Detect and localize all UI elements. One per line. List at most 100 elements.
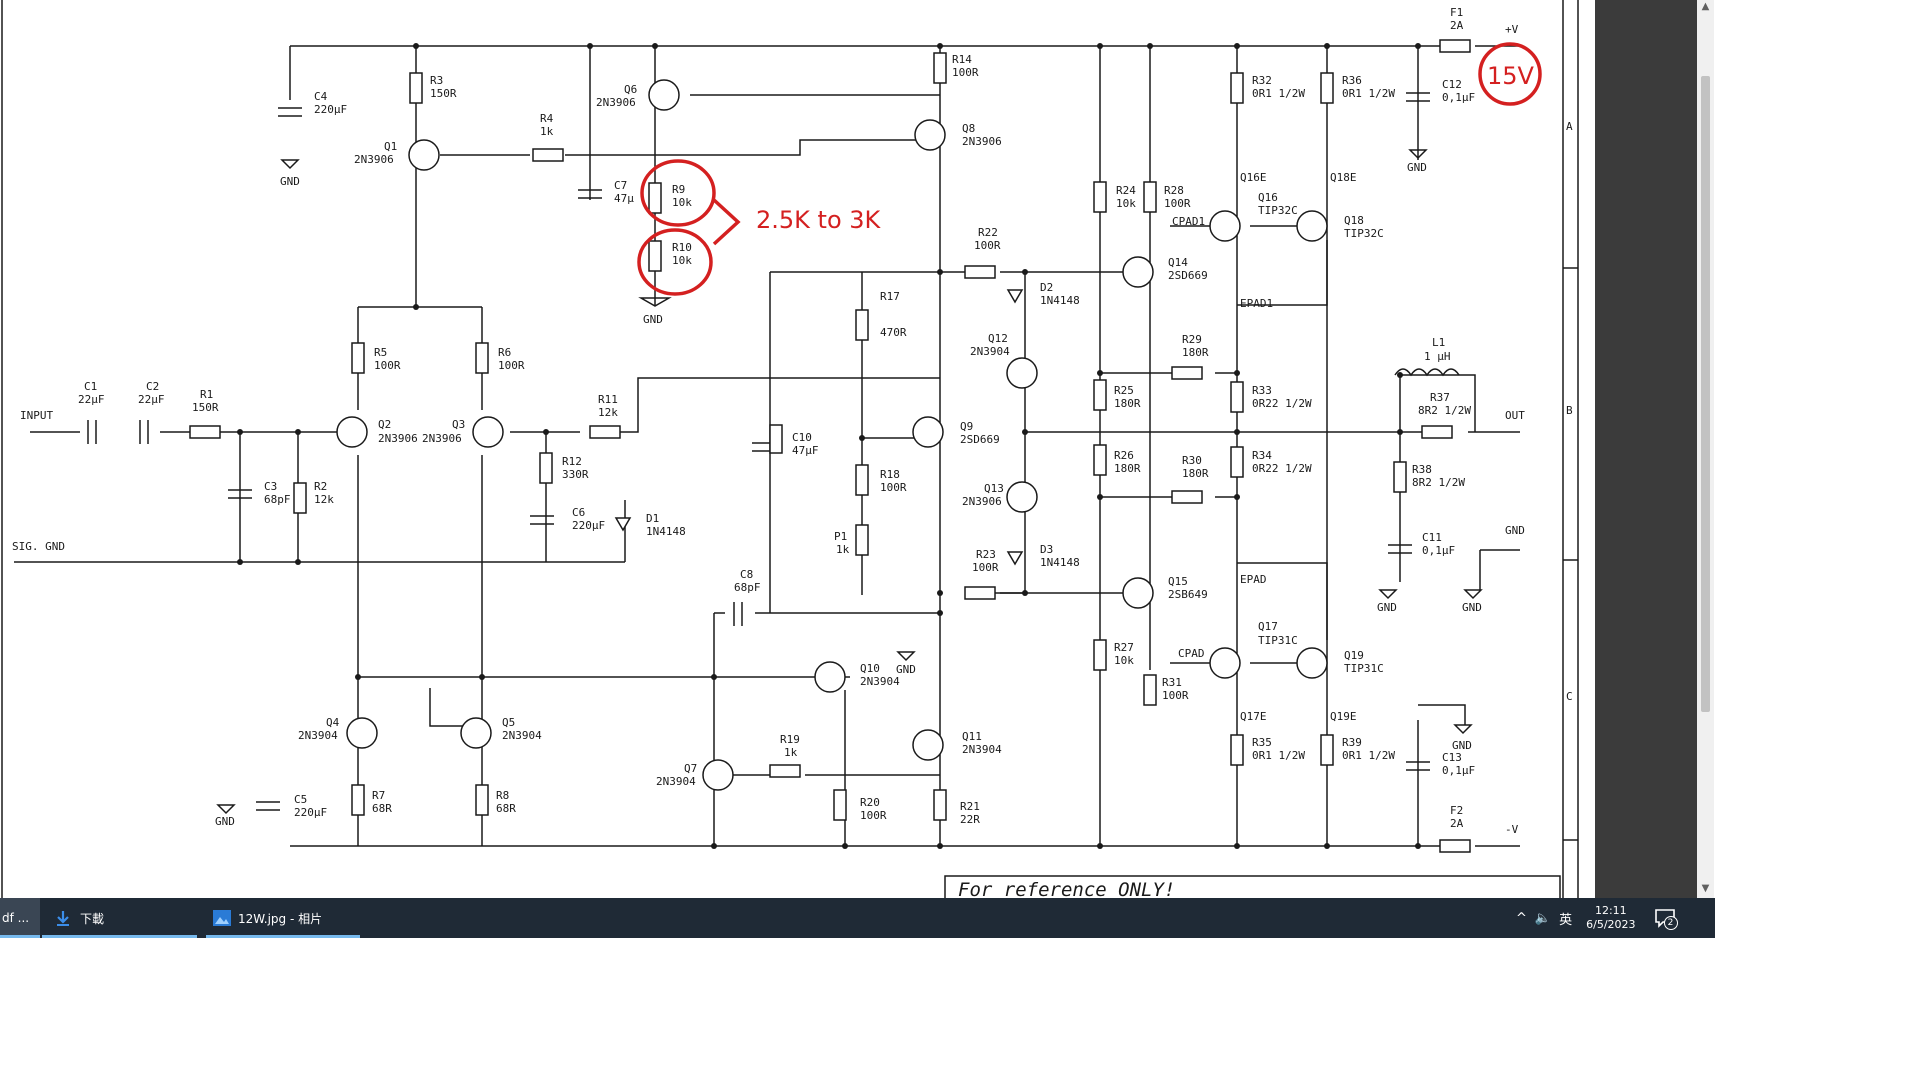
val-r35: 0R1 1/2W — [1252, 749, 1305, 762]
ref-q5: Q5 — [502, 716, 515, 729]
ref-r26: R26 — [1114, 449, 1134, 462]
ref-l1: L1 — [1432, 336, 1445, 349]
clock[interactable]: 12:11 6/5/2023 — [1586, 904, 1635, 932]
ref-c2: C2 — [146, 380, 159, 393]
border-letter-b: B — [1566, 404, 1573, 417]
val-c13: 0,1µF — [1442, 764, 1475, 777]
val-r17: 470R — [880, 326, 907, 339]
val-c3: 68pF — [264, 493, 291, 506]
diodes-inductor — [614, 289, 1460, 566]
show-hidden-icons-chevron-icon[interactable]: ^ — [1516, 910, 1527, 926]
ref-c1: C1 — [84, 380, 97, 393]
gnd-label: GND — [1377, 601, 1397, 614]
ref-q4: Q4 — [326, 716, 340, 729]
val-r14: 100R — [952, 66, 979, 79]
clock-time: 12:11 — [1594, 904, 1627, 917]
val-q18: TIP32C — [1344, 227, 1384, 240]
ref-r23: R23 — [976, 548, 996, 561]
ref-q8: Q8 — [962, 122, 975, 135]
val-q8: 2N3906 — [962, 135, 1002, 148]
reference-footer: For reference ONLY! — [958, 879, 1175, 898]
ref-p1: P1 — [834, 530, 847, 543]
ref-q19: Q19 — [1344, 649, 1364, 662]
voltage-circle — [1478, 42, 1542, 106]
net-cpad1: CPAD1 — [1172, 215, 1205, 228]
ref-r33: R33 — [1252, 384, 1272, 397]
val-r27: 10k — [1114, 654, 1134, 667]
val-d3: 1N4148 — [1040, 556, 1080, 569]
val-q11: 2N3904 — [962, 743, 1002, 756]
ref-q12: Q12 — [988, 332, 1008, 345]
ref-q3: Q3 — [452, 418, 465, 431]
ref-c3: C3 — [264, 480, 277, 493]
ref-q14: Q14 — [1168, 256, 1188, 269]
val-c5: 220µF — [294, 806, 327, 819]
val-r23: 100R — [972, 561, 999, 574]
val-f1: 2A — [1450, 19, 1464, 32]
val-r37: 8R2 1/2W — [1418, 404, 1471, 417]
ref-r20: R20 — [860, 796, 880, 809]
scroll-down-arrow-icon[interactable]: ▼ — [1701, 883, 1710, 894]
val-r11: 12k — [598, 406, 618, 419]
ref-c5: C5 — [294, 793, 307, 806]
gnd-label: GND — [215, 815, 235, 828]
ime-indicator[interactable]: 英 — [1559, 912, 1573, 928]
ref-r1: R1 — [200, 388, 213, 401]
val-c10: 47µF — [792, 444, 819, 457]
ref-r27: R27 — [1114, 641, 1134, 654]
input-port: INPUT — [20, 409, 53, 422]
ref-r31: R31 — [1162, 676, 1182, 689]
ref-r39: R39 — [1342, 736, 1362, 749]
val-d1: 1N4148 — [646, 525, 686, 538]
taskbar-item-photos[interactable]: 12W.jpg - 相片 — [206, 898, 360, 938]
notification-count: 2 — [1663, 916, 1678, 930]
ref-r30: R30 — [1182, 454, 1202, 467]
ref-c10: C10 — [792, 431, 812, 444]
ref-c11: C11 — [1422, 531, 1442, 544]
net-cpad: CPAD — [1178, 647, 1205, 660]
border-letter-a: A — [1566, 120, 1573, 133]
ref-q9: Q9 — [960, 420, 973, 433]
taskbar-item-downloads[interactable]: 下載 — [42, 898, 197, 938]
ref-f1: F1 — [1450, 6, 1463, 19]
ref-q6: Q6 — [624, 83, 637, 96]
sig-gnd-port: SIG. GND — [12, 540, 65, 553]
ref-c13: C13 — [1442, 751, 1462, 764]
scrollbar-thumb[interactable] — [1701, 76, 1710, 712]
val-c1: 22µF — [78, 393, 105, 406]
val-q14: 2SD669 — [1168, 269, 1208, 282]
val-r39: 0R1 1/2W — [1342, 749, 1395, 762]
val-r10: 10k — [672, 254, 692, 267]
resistor-change-annotation: 2.5K to 3K — [756, 206, 882, 234]
val-q1: 2N3906 — [354, 153, 394, 166]
ref-r4: R4 — [540, 112, 554, 125]
val-r29: 180R — [1182, 346, 1209, 359]
notifications-icon[interactable]: 2 — [1654, 908, 1678, 930]
val-r4: 1k — [540, 125, 554, 138]
val-r8: 68R — [496, 802, 516, 815]
scroll-up-arrow-icon[interactable]: ▲ — [1701, 1, 1710, 12]
gnd-label: GND — [280, 175, 300, 188]
ref-r3: R3 — [430, 74, 443, 87]
ref-c6: C6 — [572, 506, 585, 519]
volume-icon[interactable]: 🔈 — [1534, 910, 1552, 926]
ref-r8: R8 — [496, 789, 509, 802]
val-r2: 12k — [314, 493, 334, 506]
ref-r10: R10 — [672, 241, 692, 254]
red-annotations: 15V 2.5K to 3K — [637, 42, 1542, 296]
ref-q2: Q2 — [378, 418, 391, 431]
taskbar-item-pdf[interactable]: df ... — [0, 898, 40, 938]
taskbar-item-label: df ... — [2, 911, 30, 925]
val-r21: 22R — [960, 813, 980, 826]
val-r30: 180R — [1182, 467, 1209, 480]
ref-r29: R29 — [1182, 333, 1202, 346]
gnd-label: GND — [643, 313, 663, 326]
val-r6: 100R — [498, 359, 525, 372]
ref-r5: R5 — [374, 346, 387, 359]
download-arrow-icon — [54, 909, 72, 927]
val-r25: 180R — [1114, 397, 1141, 410]
val-p1: 1k — [836, 543, 850, 556]
windows-taskbar: df ... 下載 12W.jpg - 相片 ^ 🔈 英 12:11 6/5/2… — [0, 898, 1715, 938]
val-c4: 220µF — [314, 103, 347, 116]
ref-r9: R9 — [672, 183, 685, 196]
